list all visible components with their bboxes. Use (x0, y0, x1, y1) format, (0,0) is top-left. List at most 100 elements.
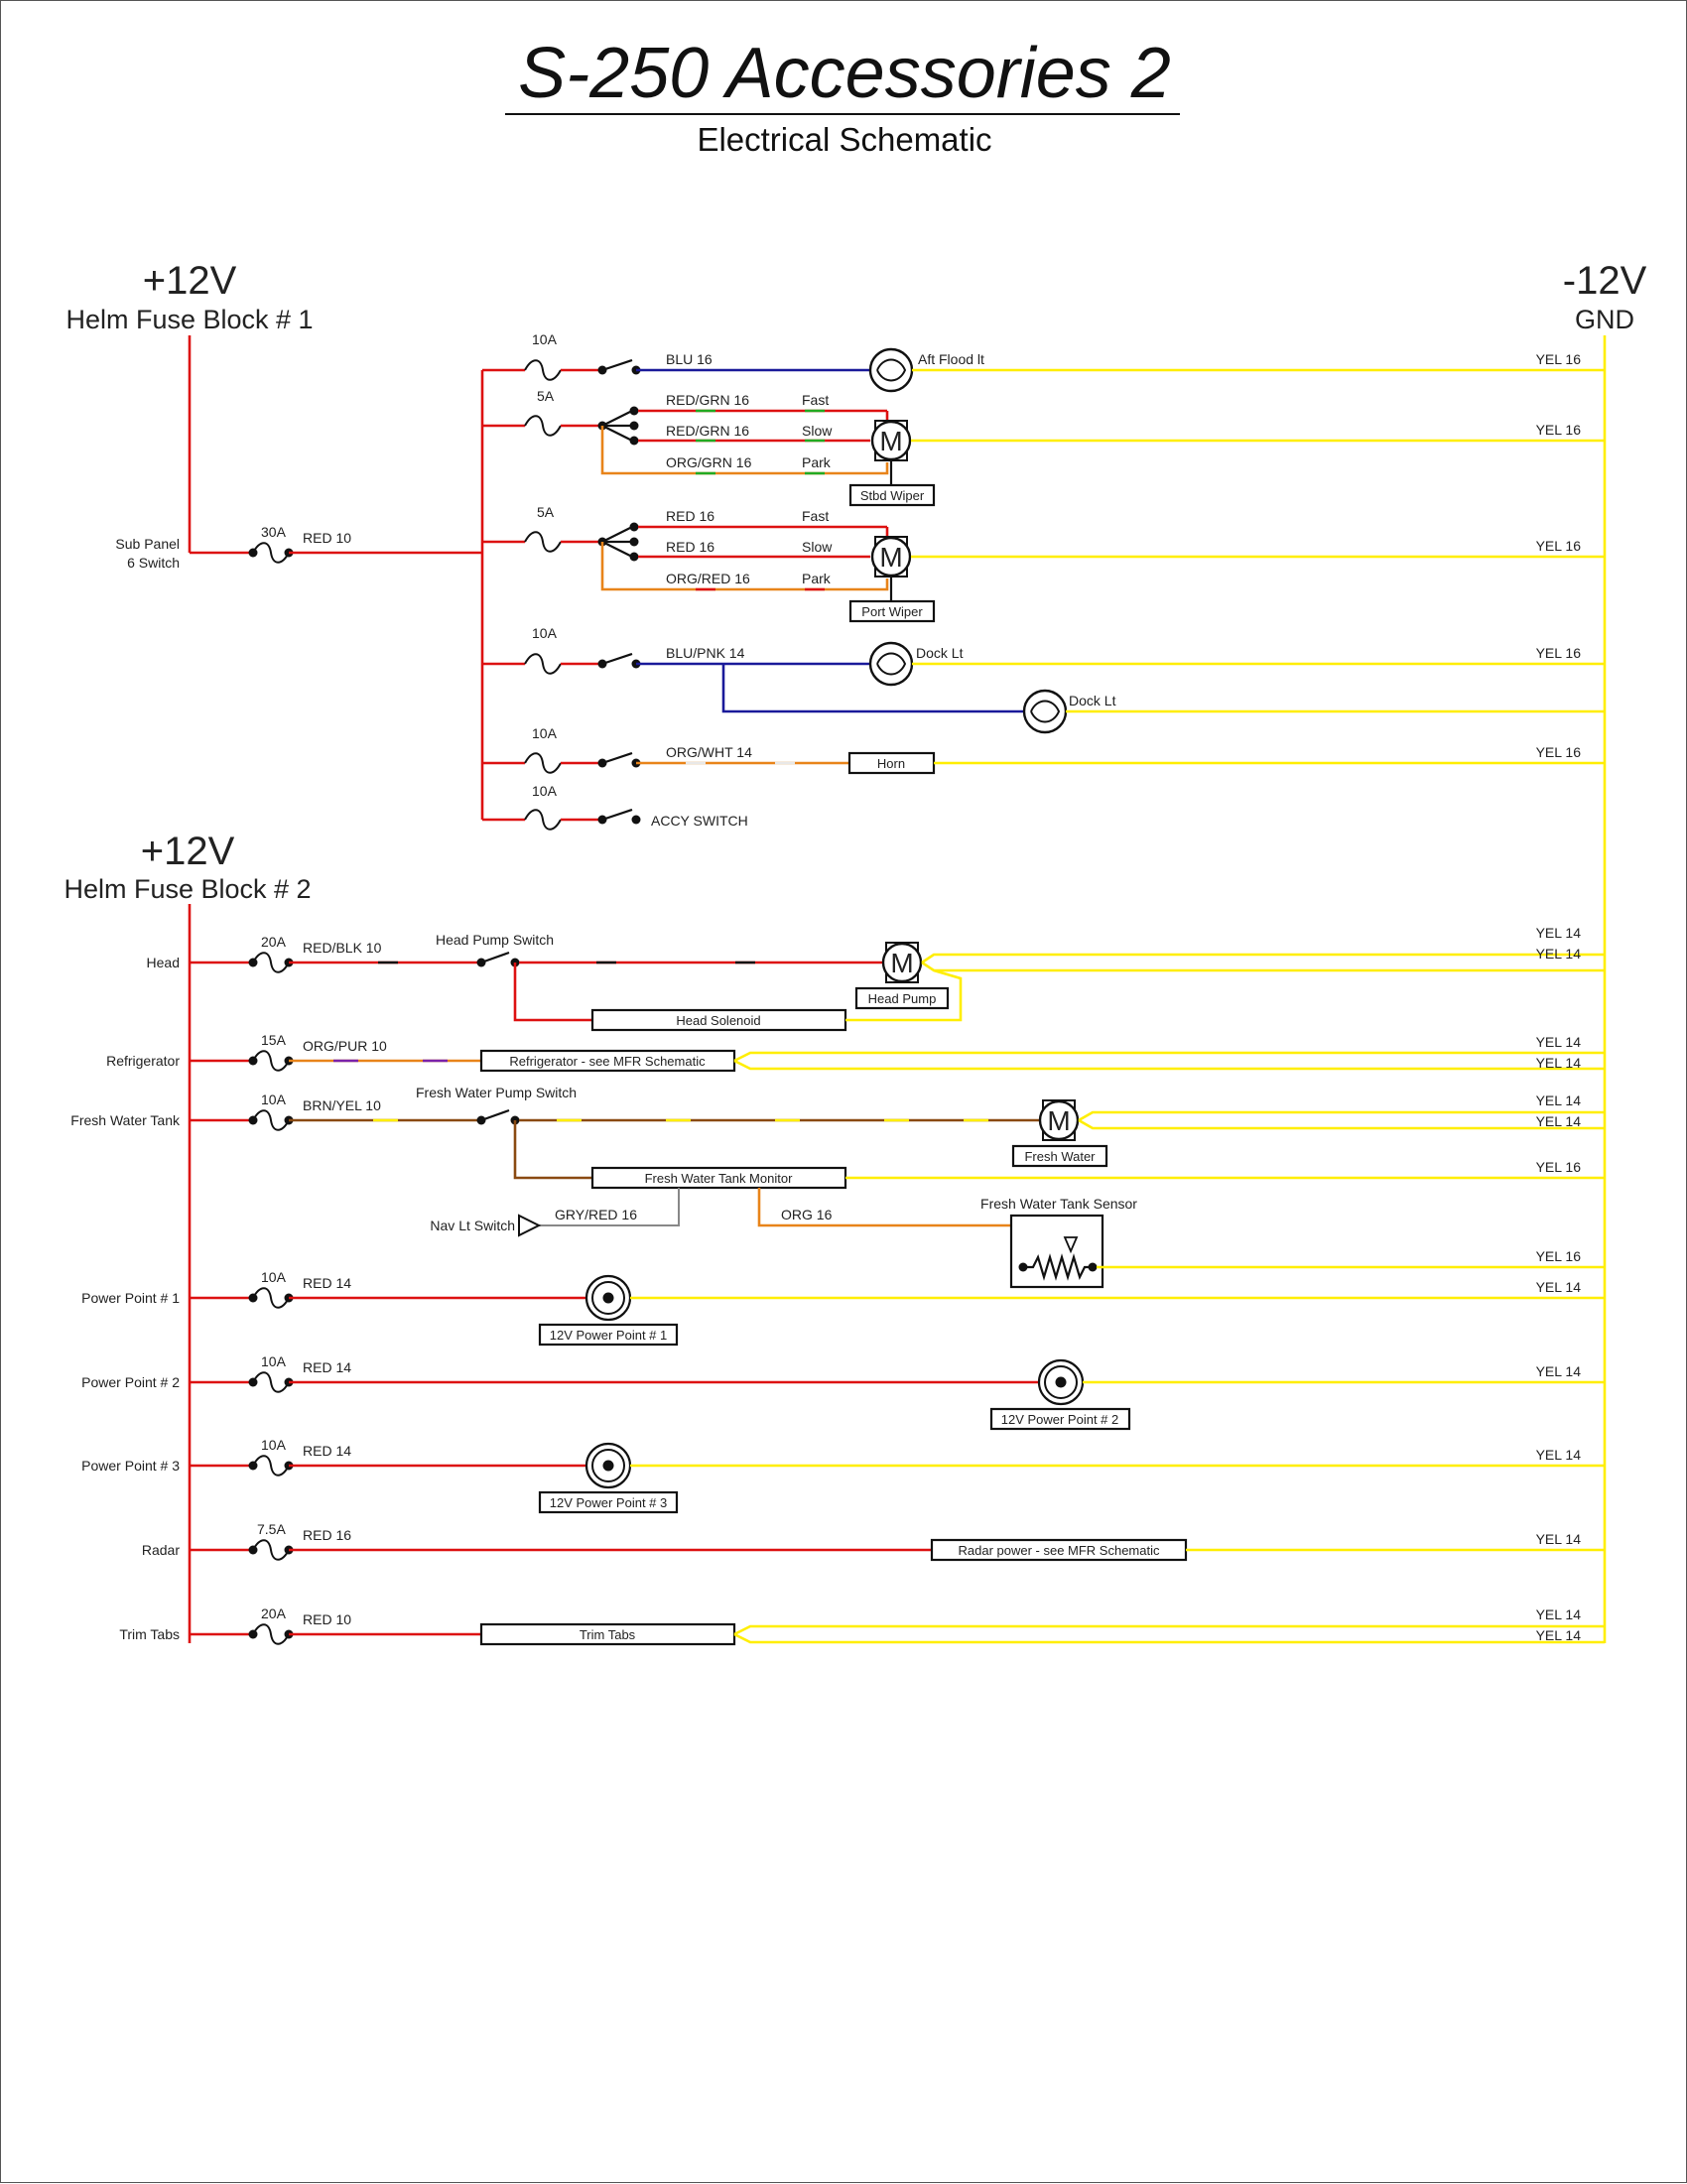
ground-voltage: -12V (1563, 259, 1647, 303)
nav-wire-label: GRY/RED 16 (555, 1207, 637, 1222)
fuse-icon (247, 1109, 295, 1131)
fuse-icon (524, 531, 562, 553)
ground-wire-label: YEL 14 (1536, 1363, 1582, 1379)
fuse-rating: 20A (261, 1606, 287, 1621)
circuit-head: Head 20A RED/BLK 10 Head Pump Switch Hea… (147, 925, 1605, 1032)
ground-wire-2-label: YEL 14 (1536, 1113, 1582, 1129)
slow-wire-label: RED 16 (666, 539, 714, 555)
main-fuse-icon (247, 542, 295, 564)
slow-label: Slow (802, 423, 833, 439)
fuse-icon (524, 752, 562, 774)
device-label: Stbd Wiper (860, 488, 925, 503)
fuse-rating: 5A (537, 504, 555, 520)
circuit-name: Refrigerator (106, 1053, 180, 1069)
block1-voltage: +12V (143, 259, 237, 303)
flood-light-icon (868, 347, 914, 393)
fuse-rating: 7.5A (257, 1521, 286, 1537)
sensor-resistor-icon (1023, 1253, 1091, 1281)
fuse-rating: 10A (261, 1353, 287, 1369)
fuse-icon (247, 1539, 295, 1561)
fuse-icon (247, 1455, 295, 1477)
nav-switch-icon (518, 1214, 542, 1237)
switch-icon (596, 751, 642, 769)
fast-wire-label: RED 16 (666, 508, 714, 524)
motor-letter: M (879, 426, 902, 456)
circuit-name: Power Point # 2 (81, 1374, 180, 1390)
fuse-icon (524, 359, 562, 381)
wire-label: RED 14 (303, 1275, 351, 1291)
wire-label: ORG/WHT 14 (666, 744, 752, 760)
park-label: Park (802, 571, 832, 586)
circuit-port-wiper: 5A RED 16 Fast RED 16 Slow ORG/RED 16 Pa… (482, 504, 1605, 623)
circuit-name: Trim Tabs (119, 1626, 180, 1642)
fuse-rating: 10A (532, 331, 558, 347)
circuit-fresh-water: Fresh Water Tank 10A BRN/YEL 10 Fresh Wa… (70, 1085, 1605, 1289)
device-label: Radar power - see MFR Schematic (958, 1543, 1160, 1558)
circuit-dock-lights: 10A BLU/PNK 14 Dock Lt Dock Lt YEL 16 (482, 625, 1605, 734)
fuse-rating: 5A (537, 388, 555, 404)
block2-voltage: +12V (141, 830, 235, 873)
ground-wire-label: YEL 16 (1536, 422, 1582, 438)
device-box (848, 483, 936, 507)
fuse-icon (247, 1371, 295, 1393)
feed-label-line1: Sub Panel (115, 536, 180, 552)
circuit-aft-flood-light: 10A BLU 16 Aft Flood lt YEL 16 (482, 331, 1605, 393)
sensor-wire-label: ORG 16 (781, 1207, 833, 1222)
wire-label: RED 10 (303, 1611, 351, 1627)
wire-label: BRN/YEL 10 (303, 1097, 381, 1113)
switch-label: Head Pump Switch (436, 932, 554, 948)
circuit-name: Radar (142, 1542, 180, 1558)
fuse-icon (524, 415, 562, 437)
monitor-label: Fresh Water Tank Monitor (645, 1171, 793, 1186)
power-outlet-icon (584, 1442, 632, 1489)
nav-switch-label: Nav Lt Switch (430, 1218, 515, 1233)
fuse-icon (247, 952, 295, 973)
monitor-ground-label: YEL 16 (1536, 1159, 1582, 1175)
circuit-radar: Radar 7.5A RED 16 Radar power - see MFR … (142, 1521, 1605, 1562)
device-label: Port Wiper (861, 604, 923, 619)
fuse-rating: 20A (261, 934, 287, 950)
fuse-icon (247, 1287, 295, 1309)
slow-label: Slow (802, 539, 833, 555)
circuit-name: Power Point # 1 (81, 1290, 180, 1306)
circuit-name: Head (147, 955, 180, 970)
wire-label: ORG/PUR 10 (303, 1038, 387, 1054)
circuit-stbd-wiper: 5A RED/GRN 16 Fast RED/GRN 16 Slow ORG/G… (482, 388, 1605, 507)
sensor-label: Fresh Water Tank Sensor (980, 1196, 1137, 1212)
ground-wire-1-label: YEL 14 (1536, 1092, 1582, 1108)
ground-wire-label: YEL 14 (1536, 1279, 1582, 1295)
circuit-power-point-1: Power Point # 1 10A RED 14 12V Power Poi… (81, 1269, 1605, 1347)
sub-panel-feed: Sub Panel 6 Switch 30A RED 10 (115, 524, 482, 571)
device-label: Horn (877, 756, 905, 771)
device-box (848, 599, 936, 623)
motor-letter: M (879, 542, 902, 573)
block1-name: Helm Fuse Block # 1 (65, 305, 313, 334)
wire-label: RED 14 (303, 1443, 351, 1459)
fuse-rating: 10A (261, 1437, 287, 1453)
fuse-rating: 15A (261, 1032, 287, 1048)
fuse-rating: 10A (261, 1092, 287, 1107)
motor-letter: M (890, 948, 913, 978)
dock-light-icon (868, 641, 914, 687)
ground-wire-label: YEL 14 (1536, 1447, 1582, 1463)
wire-label: BLU/PNK 14 (666, 645, 745, 661)
wire-label: RED 14 (303, 1359, 351, 1375)
circuit-name: Fresh Water Tank (70, 1112, 181, 1128)
fast-wire-label: RED/GRN 16 (666, 392, 749, 408)
fuse-rating: 10A (261, 1269, 287, 1285)
fuse-icon (524, 809, 562, 831)
wire-label: RED/BLK 10 (303, 940, 382, 956)
circuit-refrigerator: Refrigerator 15A ORG/PUR 10 Refrigerator… (106, 1032, 1605, 1073)
circuit-horn: 10A ORG/WHT 14 Horn YEL 16 (482, 725, 1605, 775)
ground-wire-1-label: YEL 14 (1536, 1034, 1582, 1050)
device-label: Fresh Water (1024, 1149, 1096, 1164)
feed-label-line2: 6 Switch (127, 555, 180, 571)
fuse-icon (524, 653, 562, 675)
fast-label: Fast (802, 508, 829, 524)
park-wire-label: ORG/GRN 16 (666, 454, 752, 470)
circuit-name: Power Point # 3 (81, 1458, 180, 1474)
park-wire-label: ORG/RED 16 (666, 571, 750, 586)
page-title: S-250 Accessories 2 (518, 34, 1171, 113)
ground-wire-label: YEL 16 (1536, 351, 1582, 367)
device-box (1011, 1144, 1108, 1168)
